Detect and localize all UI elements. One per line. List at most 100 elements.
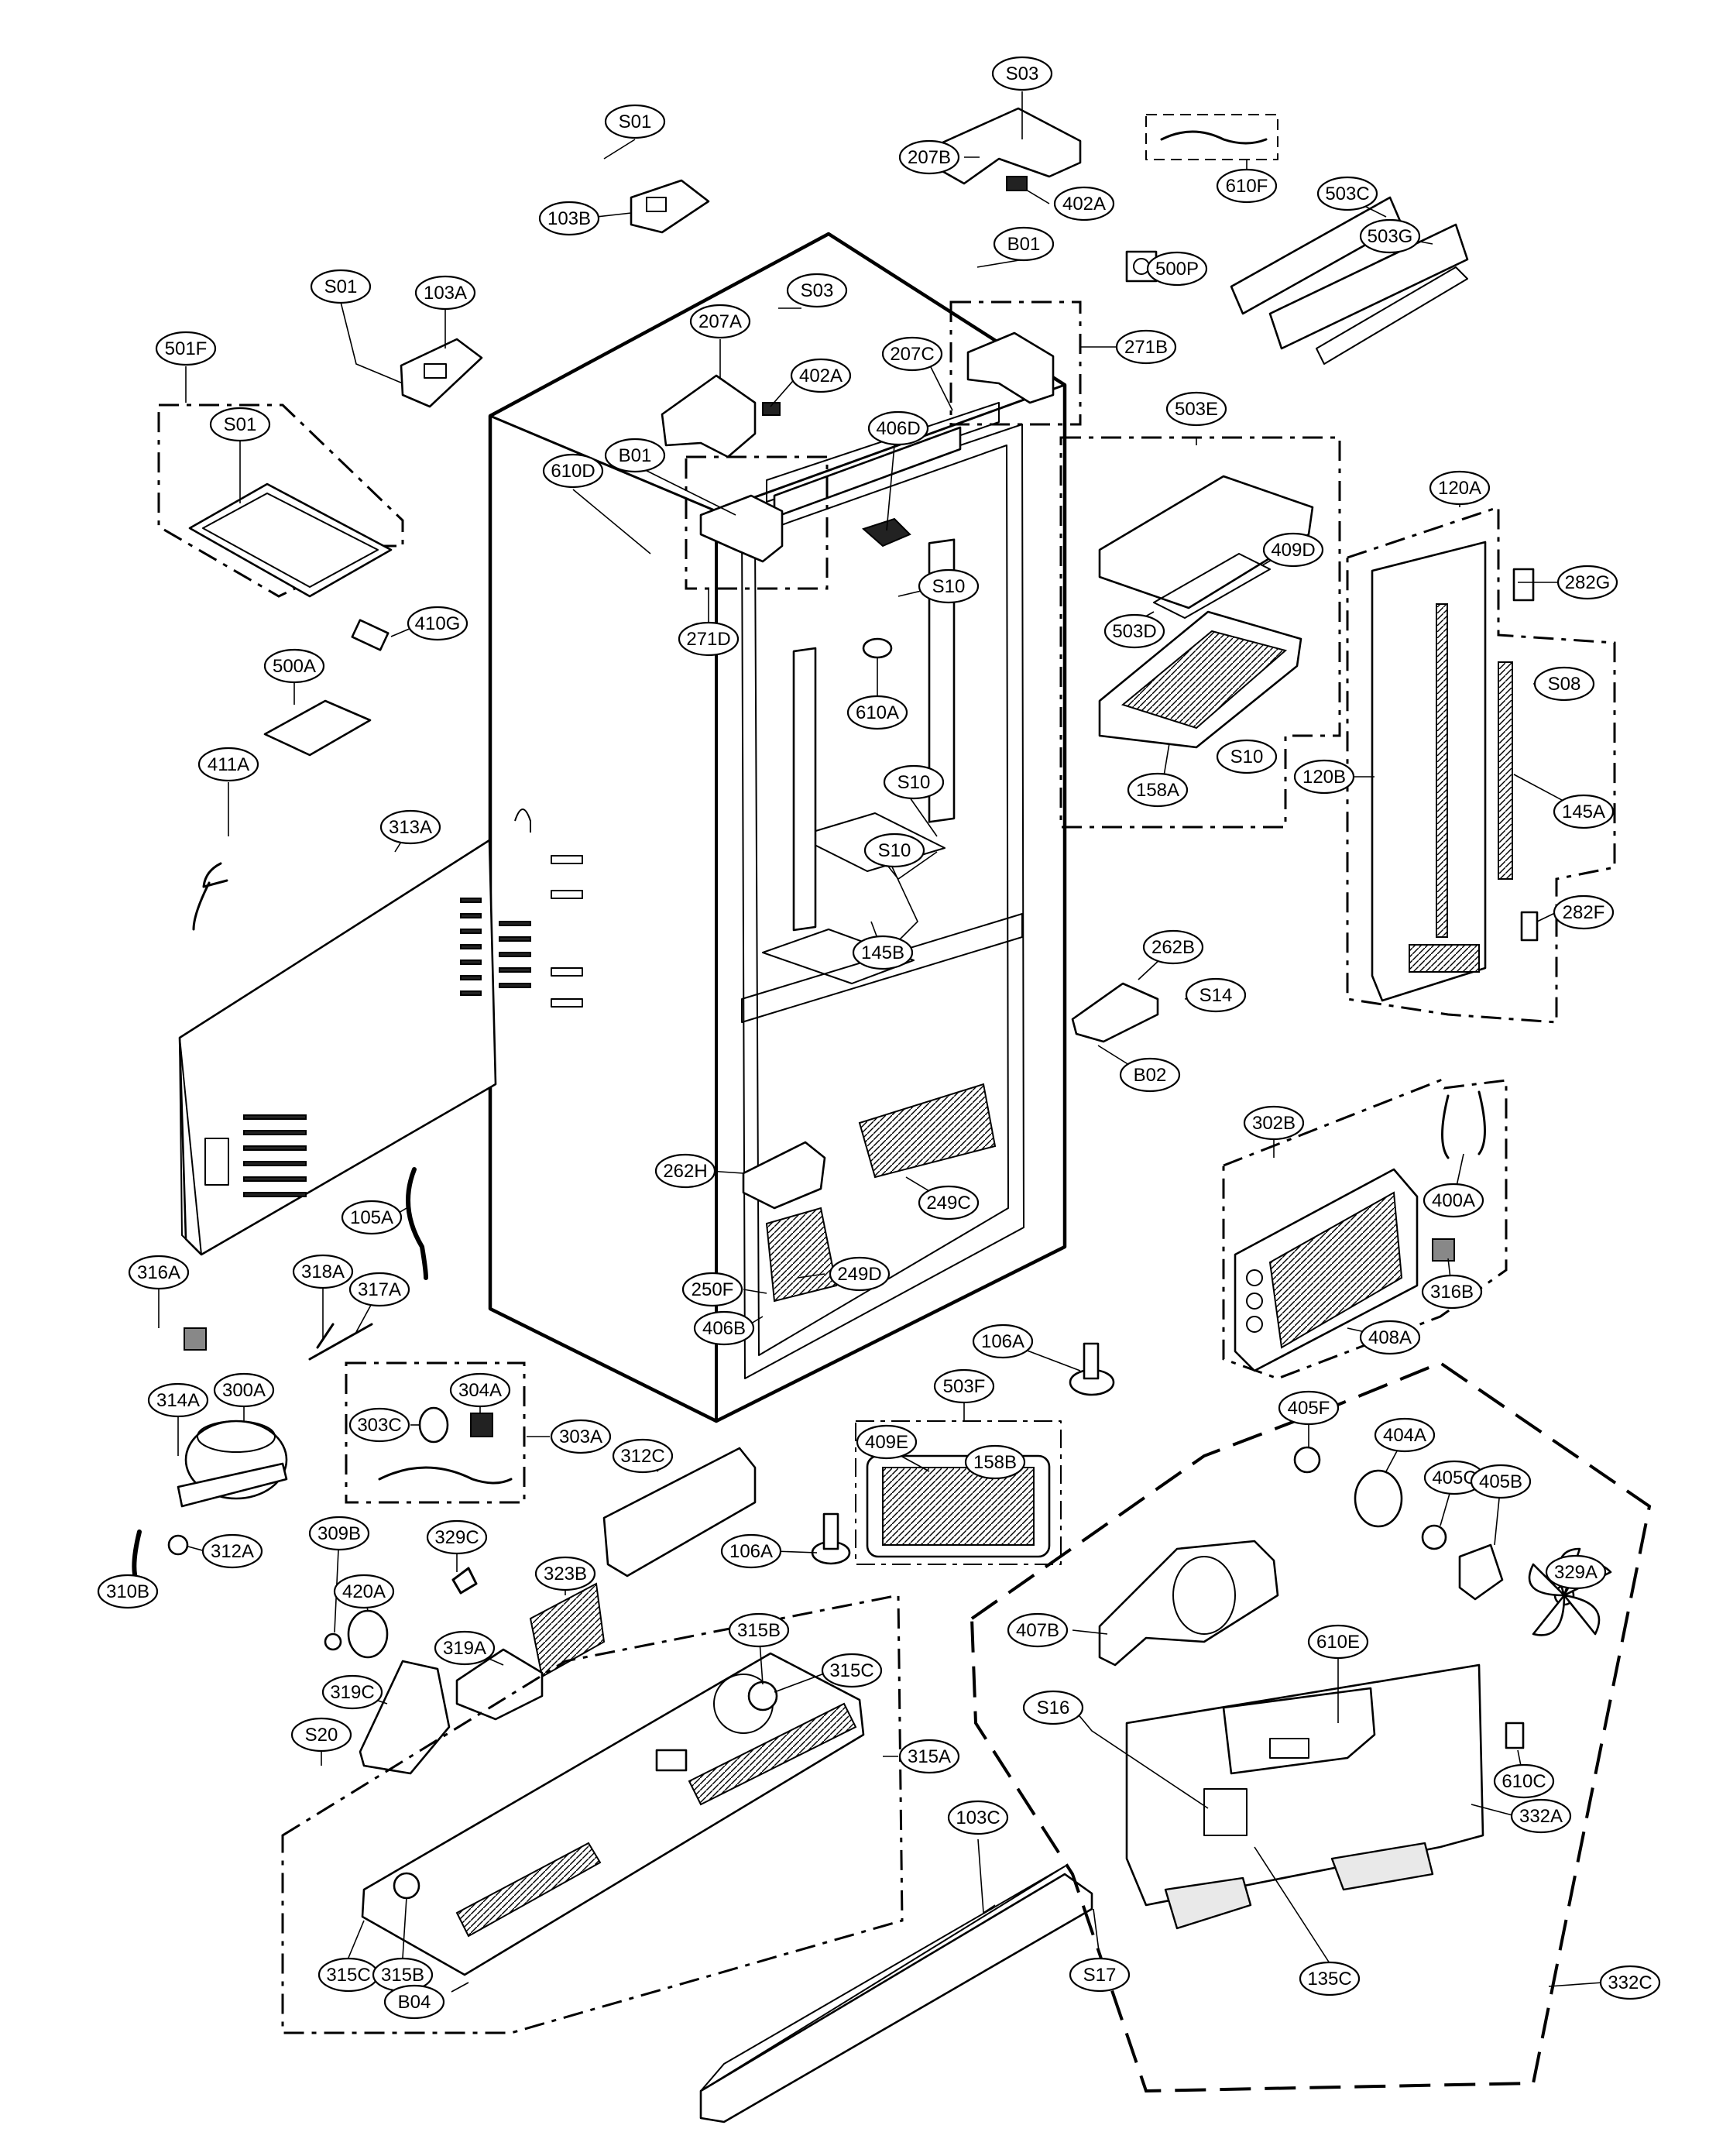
callout-labels: S03207B402A610FS01103BB01500P503C503GS01… — [97, 56, 1661, 2020]
callout-text: 329A — [1554, 1562, 1598, 1583]
box-302B — [1222, 1079, 1508, 1380]
part-500A — [263, 699, 372, 757]
callout-s01-top: S01 — [604, 104, 666, 139]
callout-ellipse — [290, 1717, 352, 1753]
callout-145a: 145A — [1553, 794, 1615, 829]
callout-text: 145A — [1562, 802, 1605, 822]
callout-text: 317A — [358, 1279, 401, 1300]
part-319A — [455, 1648, 544, 1721]
callout-text: 332C — [1608, 1972, 1652, 1993]
callout-ellipse — [1146, 251, 1208, 287]
callout-610e: 610E — [1307, 1624, 1369, 1660]
callout-text: 313A — [389, 817, 432, 838]
callout-text: S01 — [324, 276, 358, 297]
callout-text: 316A — [137, 1262, 180, 1283]
part-302B — [1234, 1168, 1419, 1372]
part-410G — [351, 619, 390, 651]
box-332C — [970, 1361, 1652, 2093]
callout-207c: 207C — [881, 336, 943, 372]
part-304A — [470, 1413, 493, 1437]
callout-text: 406B — [702, 1318, 746, 1339]
callout-text: 271B — [1124, 337, 1168, 358]
callout-ellipse — [829, 1256, 891, 1292]
callout-409d: 409D — [1262, 532, 1324, 568]
box-315A — [281, 1594, 904, 2034]
callout-text: B02 — [1134, 1065, 1167, 1086]
callout-400a: 400A — [1423, 1183, 1484, 1218]
callout-text: S03 — [801, 280, 834, 301]
callout-ellipse — [128, 1255, 190, 1290]
callout-s16: S16 — [1022, 1690, 1084, 1725]
callout-text: S08 — [1548, 674, 1581, 695]
callout-text: 314A — [156, 1390, 200, 1411]
callout-text: S01 — [619, 112, 652, 132]
part-503D — [1098, 475, 1314, 609]
part-406D — [862, 517, 911, 548]
part-309B — [324, 1632, 342, 1651]
callout-s08: S08 — [1533, 666, 1595, 702]
callout-105a: 105A — [341, 1200, 403, 1235]
callout-ellipse — [678, 621, 740, 657]
callout-314a: 314A — [147, 1382, 209, 1418]
callout-ellipse — [292, 1254, 354, 1289]
callout-text: B04 — [398, 1992, 431, 2013]
callout-text: 402A — [799, 366, 843, 386]
callout-315c-bottom: 315C — [317, 1957, 379, 1993]
callout-s17: S17 — [1069, 1957, 1131, 1993]
callout-332a: 332A — [1510, 1798, 1572, 1834]
callout-302b: 302B — [1243, 1105, 1305, 1141]
part-103A — [400, 338, 483, 408]
part-207A — [661, 374, 781, 458]
callout-ellipse — [1510, 1798, 1572, 1834]
callout-420a: 420A — [333, 1574, 395, 1609]
callout-ellipse — [883, 764, 945, 800]
callout-ellipse — [786, 273, 848, 308]
part-303C — [418, 1406, 449, 1444]
callout-300a: 300A — [213, 1372, 275, 1408]
callout-text: 503E — [1175, 399, 1218, 420]
part-312C — [602, 1447, 757, 1578]
callout-ellipse — [348, 1407, 410, 1443]
part-120A — [1371, 541, 1487, 1002]
callout-271b: 271B — [1115, 329, 1177, 365]
part-420A — [347, 1609, 389, 1659]
callout-ellipse — [1553, 794, 1615, 829]
callout-text: S10 — [878, 840, 911, 861]
callout-309b: 309B — [308, 1516, 370, 1551]
callout-text: 300A — [222, 1380, 266, 1401]
callout-ellipse — [333, 1574, 395, 1609]
callout-text: 408A — [1368, 1327, 1412, 1348]
callout-ellipse — [852, 935, 914, 970]
callout-text: S20 — [305, 1725, 338, 1746]
callout-ellipse — [1243, 1105, 1305, 1141]
callout-text: 315C — [829, 1660, 873, 1681]
callout-ellipse — [550, 1419, 612, 1454]
callout-158b: 158B — [964, 1444, 1026, 1480]
callout-text: 410G — [415, 613, 461, 634]
callout-ellipse — [863, 833, 925, 868]
callout-405b: 405B — [1470, 1464, 1532, 1499]
callout-312a: 312A — [201, 1533, 263, 1569]
callout-text: 405B — [1479, 1471, 1522, 1492]
callout-ellipse — [1185, 977, 1247, 1013]
callout-ellipse — [1374, 1417, 1436, 1453]
callout-text: 312A — [211, 1541, 254, 1562]
callout-b02: B02 — [1119, 1057, 1181, 1093]
part-158A — [1098, 610, 1302, 749]
callout-312c: 312C — [612, 1438, 674, 1474]
callout-ellipse — [1423, 1183, 1484, 1218]
callout-text: S10 — [1230, 747, 1264, 767]
callout-ellipse — [991, 56, 1053, 91]
callout-text: 400A — [1432, 1190, 1475, 1211]
callout-text: 500P — [1155, 259, 1199, 280]
callout-ellipse — [867, 410, 929, 446]
callout-ellipse — [689, 304, 751, 339]
callout-text: 249D — [837, 1264, 881, 1285]
callout-316a: 316A — [128, 1255, 190, 1290]
callout-262h: 262H — [654, 1153, 716, 1189]
callout-text: 105A — [350, 1207, 393, 1228]
callout-text: 282G — [1565, 572, 1611, 593]
callout-103c: 103C — [947, 1800, 1009, 1835]
callout-text: 310B — [106, 1581, 149, 1602]
callout-text: 405F — [1288, 1398, 1330, 1419]
